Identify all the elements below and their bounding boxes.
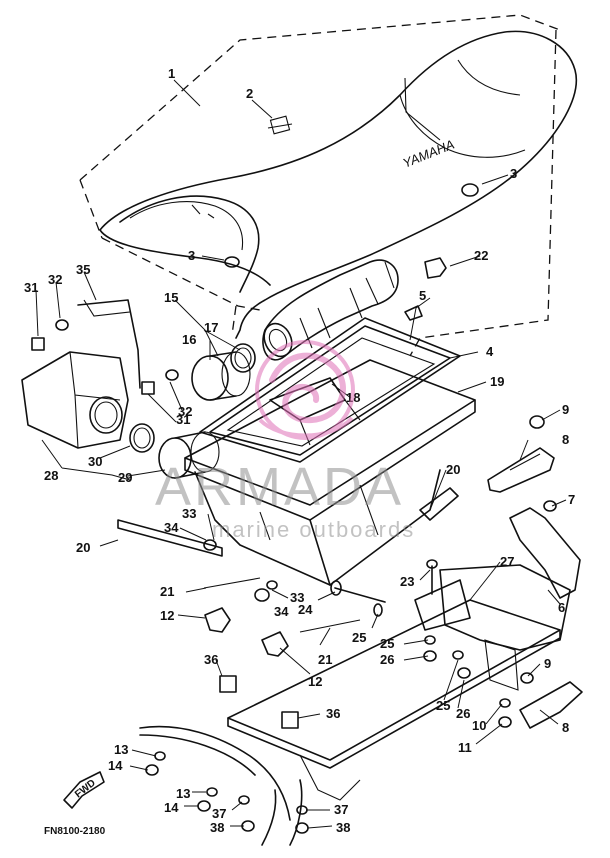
fwd-arrow: FWD bbox=[63, 771, 105, 809]
callout-2: 2 bbox=[246, 86, 253, 101]
callout-26: 26 bbox=[456, 706, 470, 721]
callout-5: 5 bbox=[419, 288, 426, 303]
callout-13: 13 bbox=[176, 786, 190, 801]
callout-numbers: 1 2 3 3 22 5 4 19 18 31 32 35 15 17 16 3… bbox=[24, 66, 575, 835]
callout-38: 38 bbox=[336, 820, 350, 835]
callout-13: 13 bbox=[114, 742, 128, 757]
lower-frame bbox=[139, 539, 561, 846]
callout-9: 9 bbox=[562, 402, 569, 417]
callout-35: 35 bbox=[76, 262, 90, 277]
callout-27: 27 bbox=[500, 554, 514, 569]
callout-25: 25 bbox=[380, 636, 394, 651]
callout-32: 32 bbox=[48, 272, 62, 287]
callout-34: 34 bbox=[274, 604, 289, 619]
callout-30: 30 bbox=[88, 454, 102, 469]
callout-36: 36 bbox=[204, 652, 218, 667]
callout-20: 20 bbox=[446, 462, 460, 477]
callout-19: 19 bbox=[490, 374, 504, 389]
watermark-title: ARMADA bbox=[155, 457, 404, 517]
callout-7: 7 bbox=[568, 492, 575, 507]
callout-15: 15 bbox=[164, 290, 178, 305]
right-brackets bbox=[414, 415, 583, 729]
callout-36: 36 bbox=[326, 706, 340, 721]
seat-brand-text: YAMAHA bbox=[401, 137, 457, 171]
callout-25: 25 bbox=[352, 630, 366, 645]
callout-4: 4 bbox=[486, 344, 494, 359]
callout-3: 3 bbox=[188, 248, 195, 263]
callout-33: 33 bbox=[182, 506, 196, 521]
fwd-label: FWD bbox=[73, 778, 98, 801]
callout-6: 6 bbox=[558, 600, 565, 615]
callout-14: 14 bbox=[164, 800, 179, 815]
leader-lines bbox=[35, 79, 567, 829]
callout-37: 37 bbox=[212, 806, 226, 821]
callout-12: 12 bbox=[160, 608, 174, 623]
callout-1: 1 bbox=[168, 66, 175, 81]
callout-21: 21 bbox=[318, 652, 332, 667]
callout-31: 31 bbox=[176, 412, 190, 427]
callout-32: 32 bbox=[178, 404, 192, 419]
watermark: ARMADA marine outboards bbox=[155, 340, 415, 542]
callout-28: 28 bbox=[44, 468, 58, 483]
watermark-subtitle: marine outboards bbox=[212, 517, 415, 542]
callout-23: 23 bbox=[400, 574, 414, 589]
filter-housing bbox=[21, 299, 256, 479]
callout-38: 38 bbox=[210, 820, 224, 835]
callout-9: 9 bbox=[544, 656, 551, 671]
callout-8: 8 bbox=[562, 432, 569, 447]
callout-11: 11 bbox=[458, 740, 472, 755]
callout-24: 24 bbox=[298, 602, 313, 617]
callout-29: 29 bbox=[118, 470, 132, 485]
diagram-code: FN8100-2180 bbox=[44, 826, 106, 837]
callout-16: 16 bbox=[182, 332, 196, 347]
callout-8: 8 bbox=[562, 720, 569, 735]
callout-10: 10 bbox=[472, 718, 486, 733]
callout-3: 3 bbox=[510, 166, 517, 181]
callout-22: 22 bbox=[474, 248, 488, 263]
callout-26: 26 bbox=[380, 652, 394, 667]
callout-17: 17 bbox=[204, 320, 218, 335]
callout-31: 31 bbox=[24, 280, 38, 295]
callout-25: 25 bbox=[436, 698, 450, 713]
callout-34: 34 bbox=[164, 520, 179, 535]
callout-37: 37 bbox=[334, 802, 348, 817]
callout-20: 20 bbox=[76, 540, 90, 555]
callout-12: 12 bbox=[308, 674, 322, 689]
watermark-logo-icon bbox=[255, 340, 355, 440]
callout-14: 14 bbox=[108, 758, 123, 773]
callout-21: 21 bbox=[160, 584, 174, 599]
callout-33: 33 bbox=[290, 590, 304, 605]
seat: YAMAHA bbox=[79, 14, 577, 357]
